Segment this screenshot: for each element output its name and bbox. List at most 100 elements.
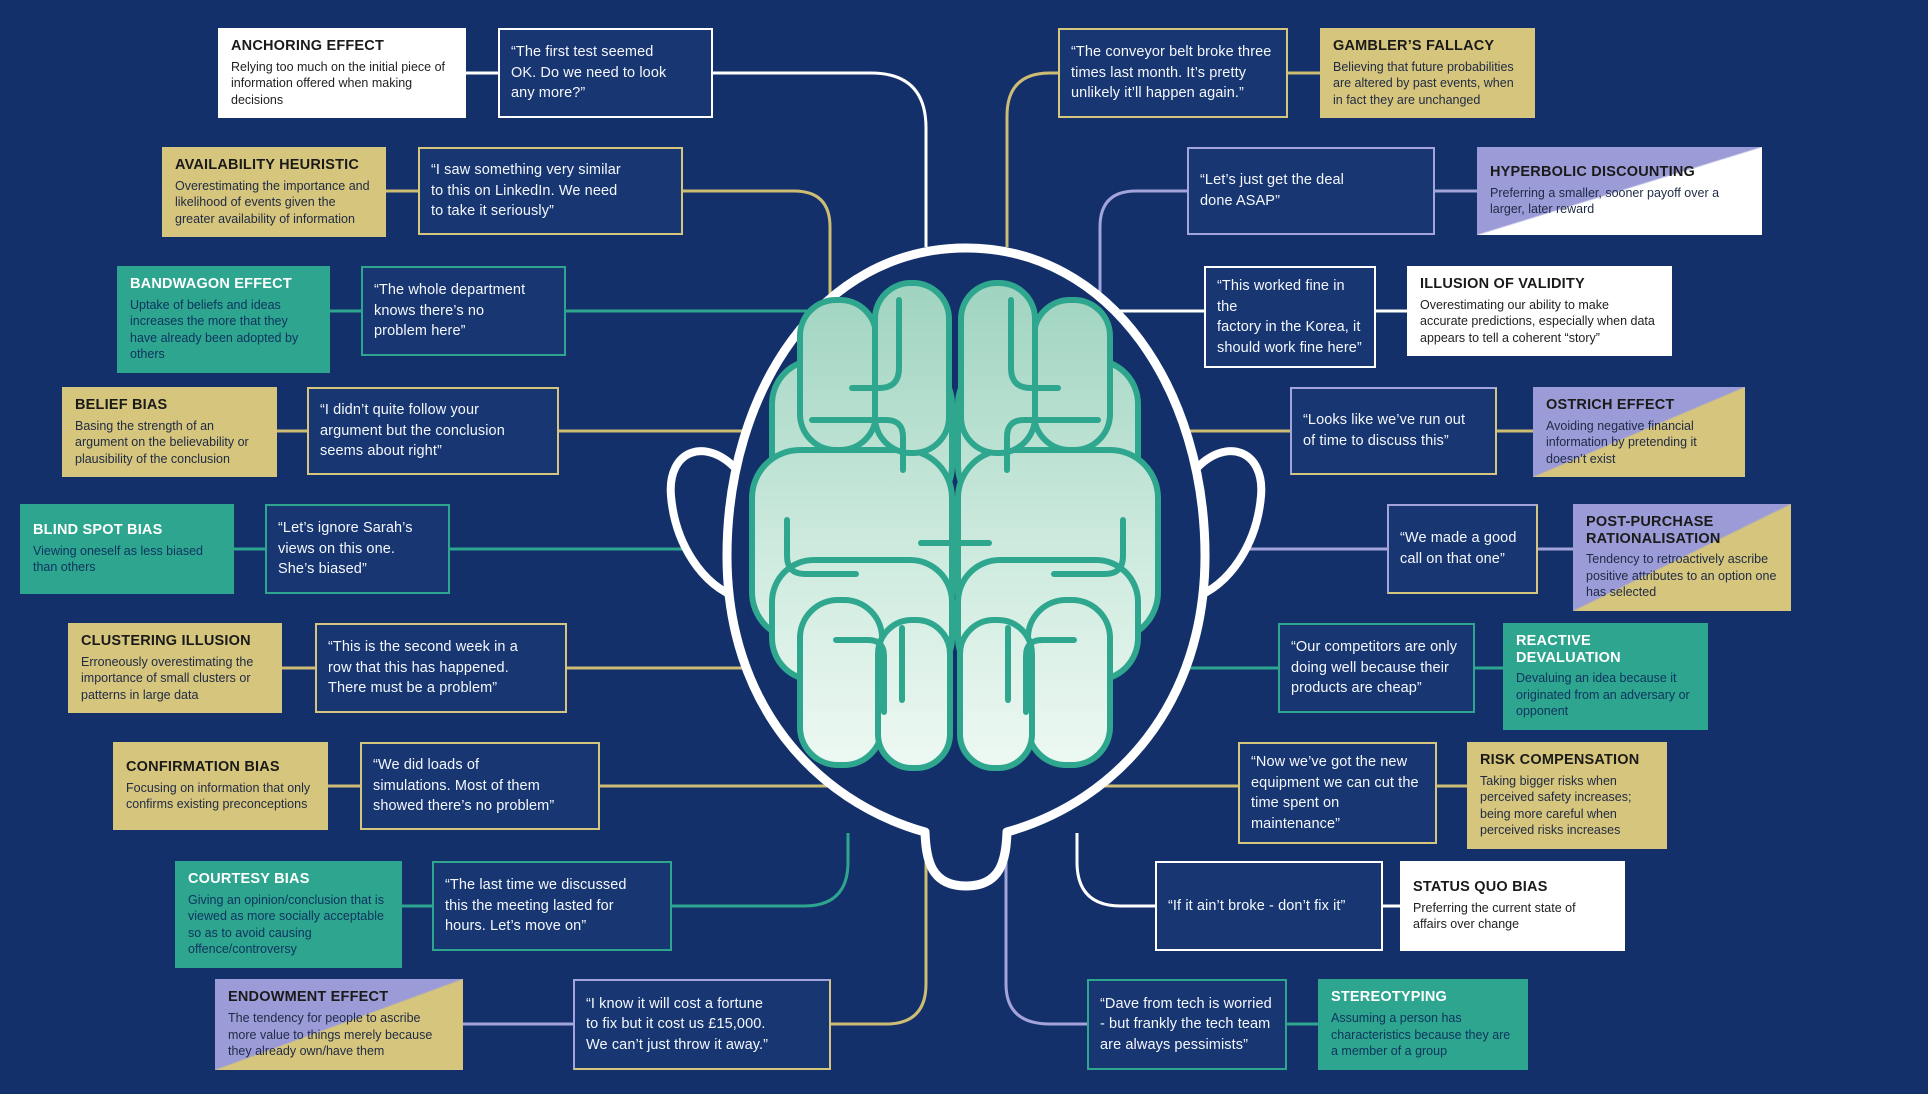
bias-title: ANCHORING EFFECT — [231, 38, 385, 54]
bias-description: The tendency for people to ascribe more … — [228, 1011, 433, 1059]
bias-card-status-quo-bias: STATUS QUO BIAS Preferring the current s… — [1400, 861, 1625, 951]
brain-left-hemisphere — [749, 280, 955, 771]
bias-description: Uptake of beliefs and ideas increases th… — [130, 297, 299, 362]
quote-belief-bias: “I didn’t quite follow your argument but… — [307, 387, 559, 475]
bias-description: Giving an opinion/conclusion that is vie… — [188, 892, 384, 957]
quote-illusion-of-validity: “This worked fine in the factory in the … — [1204, 266, 1376, 369]
bias-title: COURTESY BIAS — [188, 871, 310, 887]
bias-description: Believing that future probabilities are … — [1333, 59, 1514, 107]
quote-text: “We made a good call on that one” — [1400, 530, 1517, 567]
quote-post-purchase-rationalisation: “We made a good call on that one” — [1387, 504, 1538, 594]
bias-title: REACTIVE DEVALUATION — [1516, 633, 1621, 666]
quote-text: “We did loads of simulations. Most of th… — [373, 757, 555, 815]
bias-title: BLIND SPOT BIAS — [33, 522, 163, 539]
bias-title: STEREOTYPING — [1331, 989, 1447, 1006]
bias-title: STATUS QUO BIAS — [1413, 879, 1548, 896]
bias-description: Assuming a person has characteristics be… — [1331, 1011, 1511, 1059]
brain-folds — [784, 297, 906, 715]
quote-confirmation-bias: “We did loads of simulations. Most of th… — [360, 742, 600, 830]
quote-text: “I didn’t quite follow your argument but… — [320, 402, 505, 460]
connector-main-left-9 — [831, 836, 928, 1026]
bias-title: CLUSTERING ILLUSION — [81, 633, 251, 649]
bias-title: BELIEF BIAS — [75, 397, 168, 413]
connector-main-left-1 — [713, 71, 928, 247]
quote-text: “If it ain’t broke - don’t fix it” — [1168, 897, 1346, 914]
quote-stereotyping: “Dave from tech is worried - but frankly… — [1087, 979, 1287, 1070]
quote-text: “I know it will cost a fortune to fix bu… — [586, 995, 769, 1053]
bias-description: Overestimating the importance and likeli… — [175, 178, 370, 226]
bias-description: Overestimating our ability to make accur… — [1420, 297, 1655, 345]
quote-ostrich-effect: “Looks like we’ve run out of time to dis… — [1290, 387, 1497, 475]
quote-text: “The last time we discussed this the mee… — [445, 877, 627, 935]
left-ear — [666, 447, 743, 602]
quote-text: “This is the second week in a row that t… — [328, 639, 518, 697]
quote-text: “The whole department knows there’s no p… — [374, 282, 526, 340]
bias-description: Preferring the current state of affairs … — [1413, 900, 1576, 932]
bias-title: POST-PURCHASE RATIONALISATION — [1586, 514, 1721, 547]
connector-main-right-9 — [1004, 836, 1087, 1026]
quote-text: “Now we’ve got the new equipment we can … — [1251, 754, 1419, 832]
bias-title: HYPERBOLIC DISCOUNTING — [1490, 164, 1695, 181]
quote-anchoring-effect: “The first test seemed OK. Do we need to… — [498, 28, 713, 118]
bias-title: ILLUSION OF VALIDITY — [1420, 276, 1585, 292]
bias-title: AVAILABILITY HEURISTIC — [175, 157, 360, 173]
bias-description: Preferring a smaller, sooner payoff over… — [1490, 185, 1720, 217]
bias-card-illusion-of-validity: ILLUSION OF VALIDITY Overestimating our … — [1407, 266, 1672, 357]
bias-title: CONFIRMATION BIAS — [126, 759, 280, 776]
right-ear — [1189, 447, 1266, 602]
bias-card-anchoring-effect: ANCHORING EFFECT Relying too much on the… — [218, 28, 466, 119]
bias-card-ostrich-effect: OSTRICH EFFECT Avoiding negative financi… — [1533, 387, 1745, 478]
quote-hyperbolic-discounting: “Let’s just get the deal done ASAP” — [1187, 147, 1435, 235]
connector-main-right-8 — [1075, 833, 1155, 908]
bias-description: Focusing on information that only confir… — [126, 780, 311, 812]
bias-title: BANDWAGON EFFECT — [130, 276, 292, 292]
brain-illustration — [749, 280, 1161, 771]
quote-text: “This worked fine in the factory in the … — [1217, 278, 1362, 356]
bias-title: RISK COMPENSATION — [1480, 752, 1640, 768]
quote-text: “The first test seemed OK. Do we need to… — [511, 44, 667, 102]
connector-lines — [234, 71, 1573, 1026]
quote-bandwagon-effect: “The whole department knows there’s no p… — [361, 266, 566, 356]
quote-text: “Our competitors are only doing well bec… — [1291, 639, 1458, 697]
bias-description: Relying too much on the initial piece of… — [231, 59, 446, 107]
quote-risk-compensation: “Now we’ve got the new equipment we can … — [1238, 742, 1437, 845]
quote-text: “The conveyor belt broke three times las… — [1071, 44, 1272, 102]
quote-text: “Let’s just get the deal done ASAP” — [1200, 172, 1345, 209]
quote-text: “I saw something very similar to this on… — [431, 162, 621, 220]
quote-clustering-illusion: “This is the second week in a row that t… — [315, 623, 567, 713]
connector-main-right-1 — [1005, 71, 1058, 247]
quote-status-quo-bias: “If it ain’t broke - don’t fix it” — [1155, 861, 1383, 951]
bias-title: OSTRICH EFFECT — [1546, 397, 1675, 413]
quote-courtesy-bias: “The last time we discussed this the mee… — [432, 861, 672, 951]
bias-card-hyperbolic-discounting: HYPERBOLIC DISCOUNTING Preferring a smal… — [1477, 147, 1762, 235]
brain-folds — [1004, 297, 1126, 715]
bias-title: ENDOWMENT EFFECT — [228, 989, 389, 1006]
bias-card-availability-heuristic: AVAILABILITY HEURISTIC Overestimating th… — [162, 147, 386, 238]
bias-card-clustering-illusion: CLUSTERING ILLUSION Erroneously overesti… — [68, 623, 282, 714]
bias-description: Erroneously overestimating the importanc… — [81, 654, 254, 702]
quote-availability-heuristic: “I saw something very similar to this on… — [418, 147, 683, 235]
quote-reactive-devaluation: “Our competitors are only doing well bec… — [1278, 623, 1475, 713]
bias-description: Taking bigger risks when perceived safet… — [1480, 773, 1632, 838]
connector-main-right-2 — [1098, 189, 1187, 298]
quote-text: “Looks like we’ve run out of time to dis… — [1303, 412, 1466, 449]
connector-main-left-2 — [683, 189, 832, 300]
quote-text: “Let’s ignore Sarah’s views on this one.… — [278, 520, 413, 578]
bias-description: Avoiding negative financial information … — [1546, 418, 1697, 466]
bias-description: Tendency to retroactively ascribe positi… — [1586, 552, 1777, 600]
quote-endowment-effect: “I know it will cost a fortune to fix bu… — [573, 979, 831, 1070]
quote-blind-spot-bias: “Let’s ignore Sarah’s views on this one.… — [265, 504, 450, 594]
bias-card-stereotyping: STEREOTYPING Assuming a person has chara… — [1318, 979, 1528, 1070]
quote-text: “Dave from tech is worried - but frankly… — [1100, 995, 1272, 1053]
bias-card-belief-bias: BELIEF BIAS Basing the strength of an ar… — [62, 387, 277, 478]
connector-main-left-8 — [672, 833, 850, 908]
bias-card-risk-compensation: RISK COMPENSATION Taking bigger risks wh… — [1467, 742, 1667, 849]
bias-title: GAMBLER’S FALLACY — [1333, 38, 1495, 54]
bias-card-reactive-devaluation: REACTIVE DEVALUATION Devaluing an idea b… — [1503, 623, 1708, 730]
bias-card-confirmation-bias: CONFIRMATION BIAS Focusing on informatio… — [113, 742, 328, 830]
quote-gambler-s-fallacy: “The conveyor belt broke three times las… — [1058, 28, 1288, 118]
bias-description: Basing the strength of an argument on th… — [75, 418, 249, 466]
bias-card-post-purchase-rationalisation: POST-PURCHASE RATIONALISATION Tendency t… — [1573, 504, 1791, 611]
